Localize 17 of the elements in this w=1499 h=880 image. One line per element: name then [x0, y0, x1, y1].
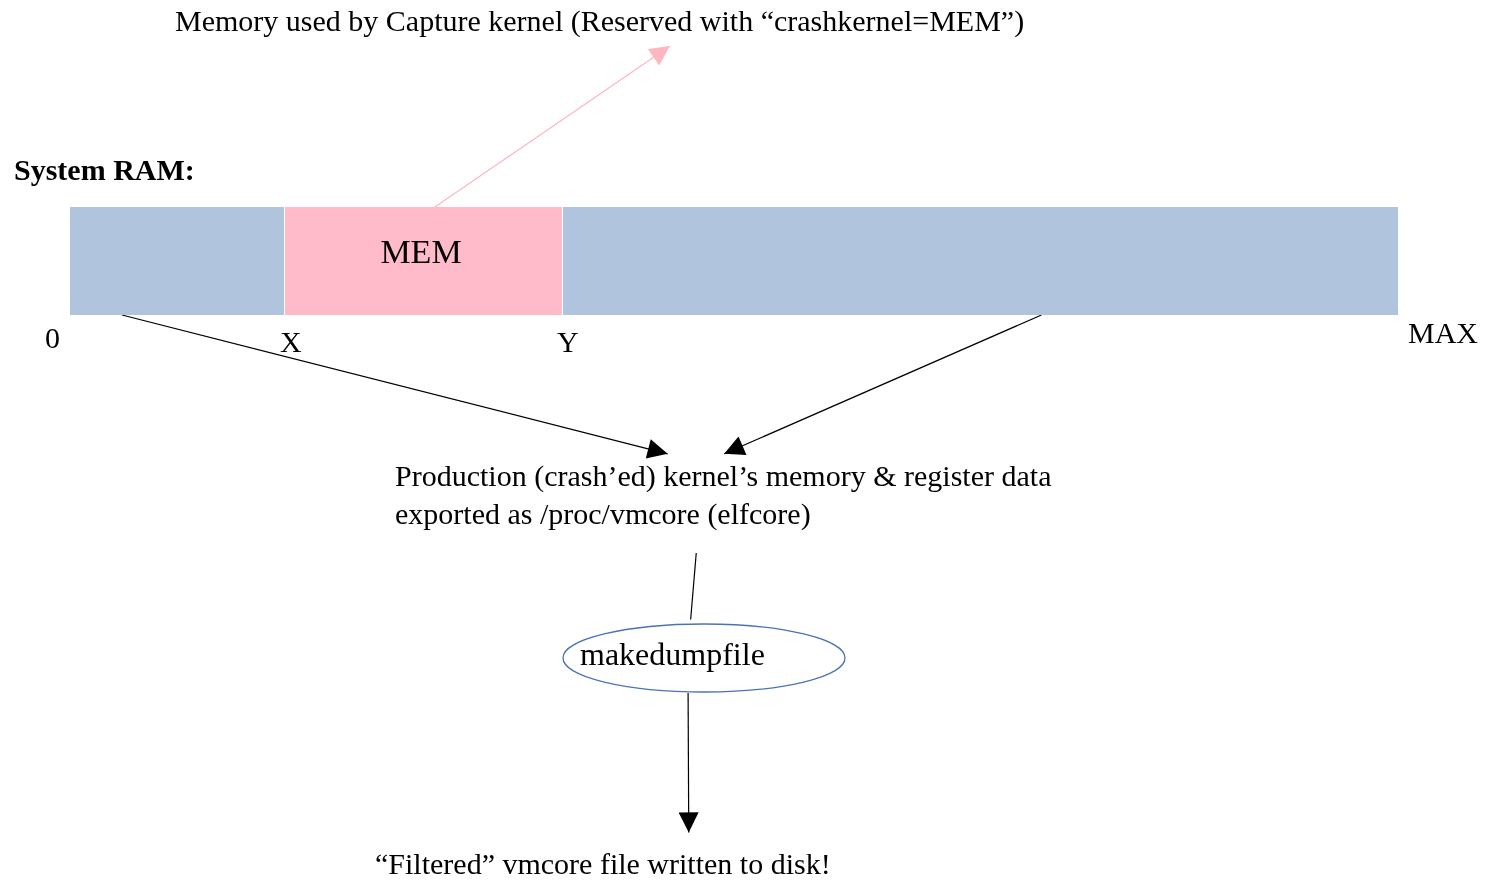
process-label: makedumpfile — [580, 635, 765, 673]
reserved-memory-segment — [285, 207, 562, 315]
output-text: Production (crash’ed) kernel’s memory & register data exported as /proc/vmcore (elfcore) — [395, 458, 1053, 532]
axis-label: X — [280, 324, 302, 360]
arrow — [723, 314, 1043, 455]
result-text: “Filtered” vmcore file written to disk! — [375, 846, 832, 880]
arrow — [121, 314, 669, 459]
axis-label: 0 — [45, 320, 60, 356]
segment-label: MEM — [379, 233, 463, 271]
arrow — [678, 692, 699, 833]
memory-segment — [70, 207, 284, 315]
caption-text: Memory used by Capture kernel (Reserved with “crashkernel=MEM”) — [175, 3, 1026, 39]
heading-label: System RAM: — [14, 152, 195, 188]
axis-label: MAX — [1408, 315, 1478, 351]
axis-label: Y — [557, 324, 579, 360]
arrow — [434, 45, 671, 208]
memory-segment — [563, 207, 1398, 315]
